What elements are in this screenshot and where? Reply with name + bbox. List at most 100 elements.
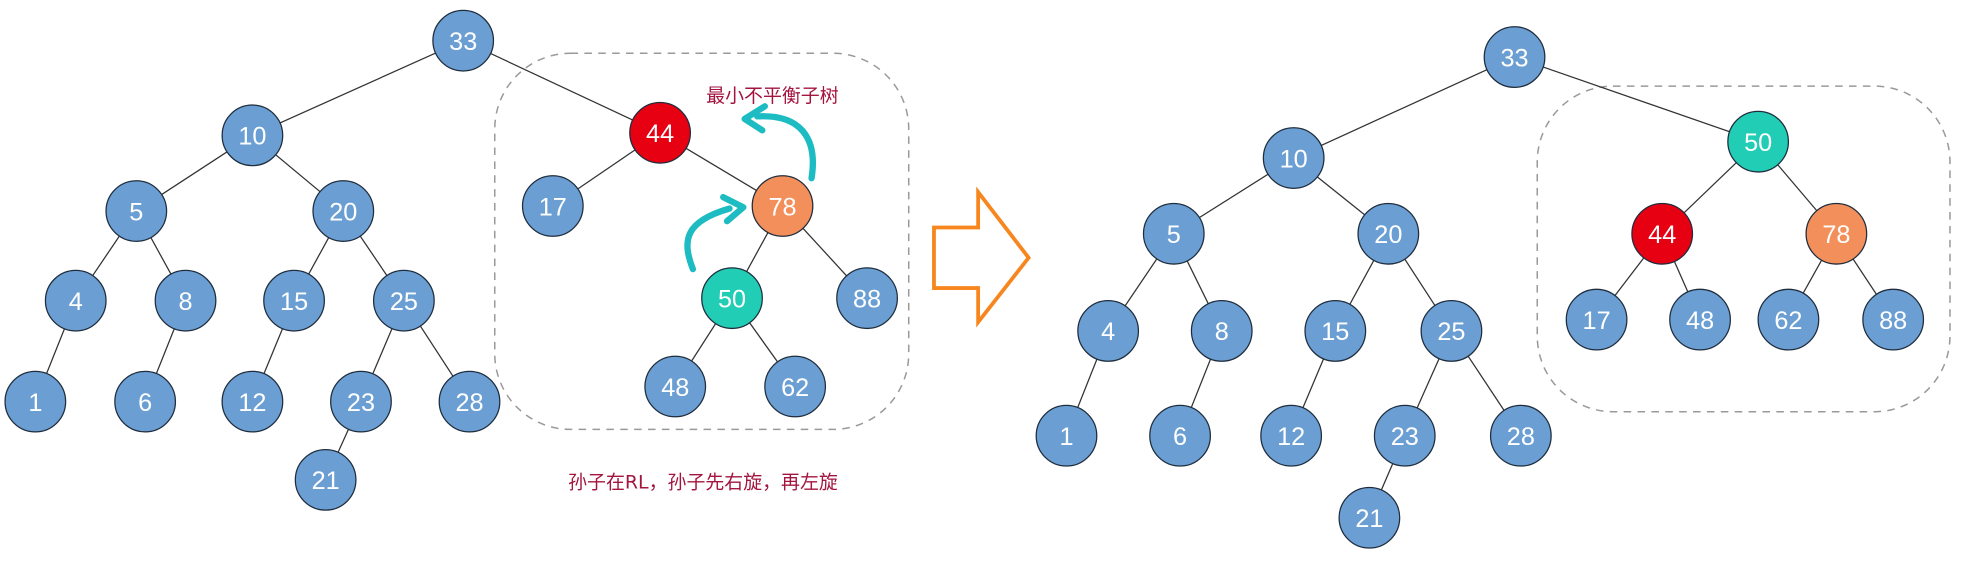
node-circle [1260,404,1323,467]
tree-edge [252,40,464,136]
right-rotation-arrow-icon [684,205,733,273]
node-circle [1262,127,1325,189]
node-label: 8 [1215,318,1229,346]
node-circle [1142,202,1205,265]
node-circle [764,355,827,418]
tree-node-15: 15 [263,269,325,332]
tree-node-50: 50 [1727,110,1790,173]
tree-node-25: 25 [1420,300,1483,362]
tree-node-4: 4 [1077,300,1140,362]
node-label: 28 [455,389,483,417]
node-circle [221,104,284,167]
node-circle [1373,404,1436,467]
tree-node-5: 5 [1142,202,1205,265]
tree-node-33: 33 [1483,26,1546,89]
tree-node-8: 8 [1190,300,1253,362]
tree-node-5: 5 [105,180,168,242]
node-label: 33 [449,28,477,56]
node-label: 50 [718,285,746,313]
tree-node-17: 17 [1565,288,1628,351]
tree-edge [1514,56,1759,143]
tree-node-33: 33 [432,9,495,72]
node-circle [312,180,375,242]
tree-node-78: 78 [751,175,814,237]
node-label: 10 [238,123,266,151]
node-label: 6 [138,389,152,417]
tree-node-1: 1 [1035,404,1098,467]
node-circle [1727,110,1790,173]
tree-node-48: 48 [1669,288,1731,351]
node-circle [1483,26,1546,89]
node-circle [1757,288,1820,351]
node-circle [330,370,392,433]
node-label: 48 [661,374,689,402]
node-circle [294,448,357,511]
node-circle [1631,202,1694,265]
node-label: 44 [646,120,674,148]
right-rotation-arrowhead-icon [720,194,747,225]
tree-node-62: 62 [764,355,827,418]
node-label: 44 [1648,221,1676,249]
node-label: 78 [768,193,796,221]
node-circle [1669,288,1731,351]
node-circle [1489,404,1552,467]
tree-node-88: 88 [1862,288,1925,351]
node-circle [4,370,67,433]
tree-node-62: 62 [1757,288,1820,351]
node-circle [1357,202,1420,265]
rotation-caption: 孙子在RL，孙子先右旋，再左旋 [568,471,838,493]
tree-edge [1293,56,1515,159]
node-label: 21 [1355,505,1383,533]
tree-node-20: 20 [312,180,375,242]
tree-node-10: 10 [1262,127,1325,189]
tree-node-23: 23 [330,370,392,433]
tree-node-4: 4 [44,269,107,332]
tree-node-20: 20 [1357,202,1420,265]
node-circle [751,175,814,237]
node-label: 8 [179,288,193,316]
tree-node-28: 28 [438,370,501,433]
node-label: 4 [69,288,83,316]
subtree-box-after [1536,85,1951,413]
node-circle [1420,300,1483,362]
node-label: 62 [781,374,809,402]
node-label: 1 [28,389,42,417]
node-circle [114,370,177,433]
node-circle [263,269,325,332]
tree-node-78: 78 [1805,202,1868,265]
tree-node-48: 48 [644,355,707,418]
node-label: 28 [1507,423,1535,451]
node-circle [1805,202,1868,265]
tree-edge [462,40,661,134]
node-circle [105,180,168,242]
node-label: 4 [1101,318,1115,346]
node-label: 21 [312,467,340,495]
tree-node-6: 6 [1149,404,1212,467]
left-rotation-arrow-icon [754,113,816,182]
node-label: 10 [1280,145,1308,173]
node-label: 5 [129,198,143,226]
tree-node-28: 28 [1489,404,1552,467]
node-label: 25 [390,288,418,316]
node-circle [1149,404,1212,467]
node-circle [701,267,763,330]
tree-node-44: 44 [1631,202,1694,265]
node-label: 12 [238,389,266,417]
node-label: 12 [1277,423,1305,451]
node-label: 33 [1501,44,1529,72]
node-label: 78 [1822,221,1850,249]
node-label: 23 [347,389,375,417]
node-label: 6 [1173,423,1187,451]
tree-node-12: 12 [221,370,284,433]
node-label: 17 [1583,307,1611,335]
tree-node-25: 25 [372,269,435,332]
node-label: 88 [1879,307,1907,335]
node-circle [1565,288,1628,351]
subtree-label: 最小不平衡子树 [706,85,839,107]
tree-node-12: 12 [1260,404,1323,467]
node-circle [644,355,707,418]
node-label: 62 [1774,307,1802,335]
